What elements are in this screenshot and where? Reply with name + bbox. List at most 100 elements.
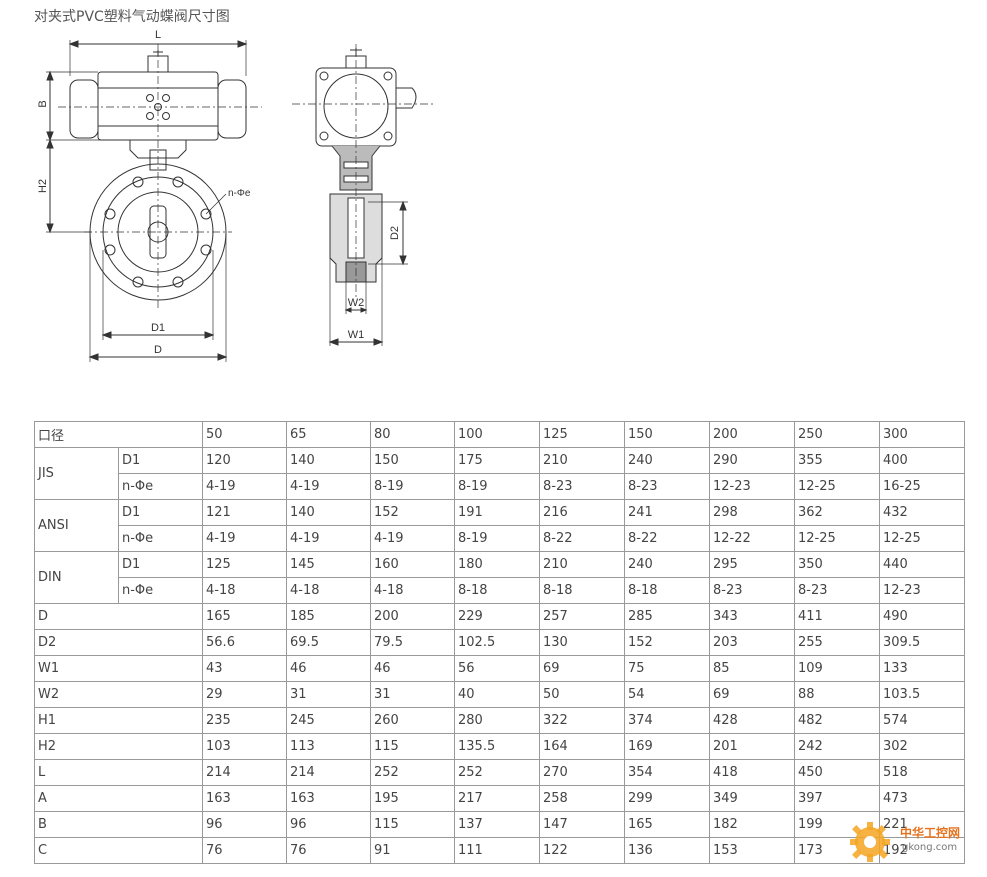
table-row-label: A [33, 785, 204, 812]
table-row-label: C [33, 837, 204, 864]
table-cell: 12-23 [709, 473, 796, 500]
table-cell: 240 [624, 447, 711, 474]
table-cell: 252 [454, 759, 541, 786]
table-cell: 8-18 [539, 577, 626, 604]
table-cell: 299 [624, 785, 711, 812]
table-cell: 4-18 [370, 577, 456, 604]
table-cell: 145 [286, 551, 372, 578]
table-row-label: B [33, 811, 204, 838]
table-row: DIN D1 125 145 160 180 210 240 295 350 4… [34, 551, 966, 604]
table-row: L 214 214 252 252 270 354 418 450 518 [33, 759, 966, 786]
table-cell: 175 [454, 447, 541, 474]
table-cell: 120 [202, 447, 288, 474]
table-cell: 432 [879, 499, 966, 526]
table-cell: 195 [370, 785, 456, 812]
table-cell: 111 [454, 837, 541, 864]
table-group-label: ANSI [34, 499, 119, 552]
table-cell: 56.6 [202, 629, 288, 656]
table-cell: 322 [539, 707, 626, 734]
table-row-label: D1 [117, 499, 204, 526]
table-cell: 137 [454, 811, 541, 838]
table-cell: 125 [539, 421, 626, 448]
table-cell: 169 [624, 733, 711, 760]
table-cell: 4-18 [202, 577, 288, 604]
table-cell: 245 [286, 707, 372, 734]
table-cell: 285 [624, 603, 711, 630]
table-cell: 12-25 [794, 473, 881, 500]
table-cell: 240 [624, 551, 711, 578]
table-cell: 76 [286, 837, 372, 864]
valve-dimension-drawing: L B H2 n-Φe D1 D [37, 29, 436, 362]
table-cell: 260 [370, 707, 456, 734]
table-cell: 250 [794, 421, 881, 448]
table-cell: 290 [709, 447, 796, 474]
dim-label-n-phi-e: n-Φe [228, 188, 251, 199]
dimension-table: 口径 50 65 80 100 125 150 200 250 300 JIS … [33, 421, 966, 864]
table-cell: 75 [624, 655, 711, 682]
table-cell: 40 [454, 681, 541, 708]
table-row-label: n-Φe [117, 473, 204, 500]
table-cell: 79.5 [370, 629, 456, 656]
table-cell: 147 [539, 811, 626, 838]
dim-label-D2: D2 [389, 226, 401, 240]
table-cell: 50 [539, 681, 626, 708]
actuator-left-cap [69, 79, 99, 139]
table-cell: 374 [624, 707, 711, 734]
table-cell: 150 [370, 447, 456, 474]
table-cell: 201 [709, 733, 796, 760]
table-cell: 16-25 [879, 473, 966, 500]
table-cell: 252 [370, 759, 456, 786]
table-cell: 302 [879, 733, 966, 760]
table-cell: 12-22 [709, 525, 796, 552]
dim-label-L: L [155, 29, 161, 41]
table-row: W2 29 31 31 40 50 54 69 88 103.5 [33, 681, 966, 708]
table-cell: 130 [539, 629, 626, 656]
table-cell: 88 [794, 681, 881, 708]
table-cell: 56 [454, 655, 541, 682]
table-row: A 163 163 195 217 258 299 349 397 473 [33, 785, 966, 812]
table-cell: 4-18 [286, 577, 372, 604]
watermark-logo: 中华工控网 gkong.com [848, 818, 978, 866]
table-cell: 口径 [33, 421, 204, 448]
table-cell: 200 [370, 603, 456, 630]
table-cell: 411 [794, 603, 881, 630]
watermark-url: gkong.com [902, 842, 958, 853]
table-cell: 69 [709, 681, 796, 708]
table-cell: 140 [286, 447, 372, 474]
table-cell: 91 [370, 837, 456, 864]
table-row: D 165 185 200 229 257 285 343 411 490 [33, 603, 966, 630]
table-row-label: H1 [33, 707, 204, 734]
table-cell: 69.5 [286, 629, 372, 656]
watermark-name: 中华工控网 [900, 826, 961, 840]
table-cell: 191 [454, 499, 541, 526]
table-cell: 4-19 [370, 525, 456, 552]
table-row-label: L [33, 759, 204, 786]
table-cell: 210 [539, 551, 626, 578]
table-cell: 65 [286, 421, 372, 448]
table-row-label: W2 [33, 681, 204, 708]
table-cell: 8-19 [454, 525, 541, 552]
dim-label-D: D [154, 344, 162, 356]
table-row-label: D1 [117, 447, 204, 474]
front-view: L B H2 n-Φe D1 D [37, 29, 262, 362]
dim-label-D1: D1 [151, 322, 165, 334]
table-cell: 210 [539, 447, 626, 474]
table-cell: 113 [286, 733, 372, 760]
table-cell: 241 [624, 499, 711, 526]
table-cell: 135.5 [454, 733, 541, 760]
table-cell: 354 [624, 759, 711, 786]
table-row: D2 56.6 69.5 79.5 102.5 130 152 203 255 … [33, 629, 966, 656]
table-row: ANSI D1 121 140 152 191 216 241 298 362 … [34, 499, 966, 552]
table-cell: 115 [370, 811, 456, 838]
table-row: H2 103 113 115 135.5 164 169 201 242 302 [33, 733, 966, 760]
table-cell: 229 [454, 603, 541, 630]
table-cell: 136 [624, 837, 711, 864]
table-cell: 8-23 [624, 473, 711, 500]
table-cell: 242 [794, 733, 881, 760]
table-cell: 4-19 [286, 473, 372, 500]
table-cell: 418 [709, 759, 796, 786]
table-cell: 8-23 [539, 473, 626, 500]
table-cell: 343 [709, 603, 796, 630]
table-cell: 133 [879, 655, 966, 682]
table-cell: 12-23 [879, 577, 966, 604]
